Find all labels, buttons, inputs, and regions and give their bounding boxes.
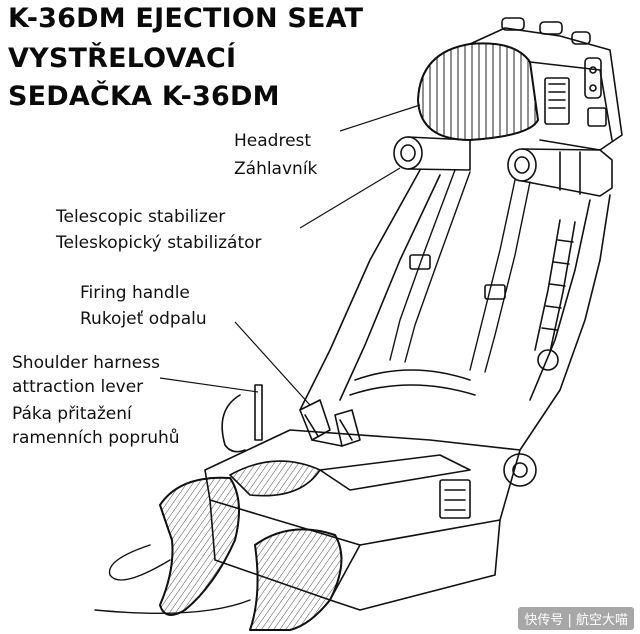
leg-restraint-right <box>249 528 343 631</box>
label-headrest-cs: Záhlavník <box>234 159 318 179</box>
title-line-3: SEDAČKA K-36DM <box>8 81 280 112</box>
leg-restraint-left <box>159 476 240 616</box>
label-headrest-en: Headrest <box>234 131 312 151</box>
label-shoulder-harness-en-2: attraction lever <box>12 377 144 397</box>
seat-back <box>299 169 611 451</box>
title-line-1: K-36DM EJECTION SEAT <box>8 3 364 34</box>
leader-shoulder-harness-lever <box>159 377 259 393</box>
label-shoulder-harness-cs-2: ramenních popruhů <box>12 428 180 448</box>
label-firing-handle-cs: Rukojeť odpalu <box>80 309 207 329</box>
label-telescopic-stabilizer-cs: Teleskopický stabilizátor <box>56 233 262 253</box>
watermark: 快传号 | 航空大喵 <box>518 607 634 630</box>
label-firing-handle-en: Firing handle <box>80 283 190 303</box>
label-shoulder-harness-en: Shoulder harness <box>12 353 160 373</box>
label-telescopic-stabilizer-en: Telescopic stabilizer <box>56 207 226 227</box>
headrest <box>417 42 539 141</box>
title-line-2: VYSTŘELOVACÍ <box>8 43 237 74</box>
label-shoulder-harness-cs: Páka přitažení <box>12 404 132 424</box>
telescopic-stabilizer <box>393 136 613 197</box>
leader-lines <box>159 104 421 406</box>
firing-handle <box>299 399 361 447</box>
seat-pan <box>204 429 537 611</box>
leader-firing-handle <box>234 321 311 406</box>
leader-headrest <box>339 104 421 132</box>
leader-telescopic-stabilizer <box>299 167 401 229</box>
shoulder-harness-lever <box>221 384 263 453</box>
